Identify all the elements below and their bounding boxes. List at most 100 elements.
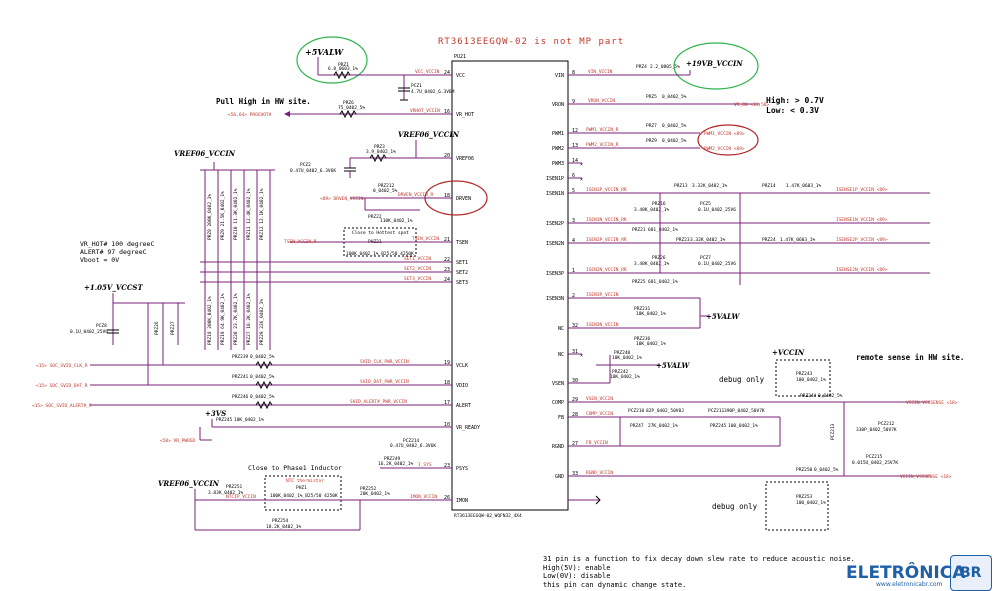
ic-pin-name: VIN (555, 73, 564, 79)
pcz7-ref: PCZ7 (700, 255, 711, 261)
ic-pin-number: 4 (572, 238, 575, 244)
prz241-ref: PRZ241 (232, 374, 249, 380)
ic-pin-number: 8 (572, 70, 575, 76)
pcz214-ref: PCZ214 (403, 438, 420, 444)
ic-pin-number: 24 (444, 70, 450, 76)
ladder-resistor-bottom: PRZ19 64.9K_0402_1% (220, 293, 226, 345)
ic-pin-number: 23 (444, 463, 450, 469)
net-drven-in: <89> DRVEN_VCCIN (320, 196, 364, 202)
prz249-ref: PRZ249 (384, 456, 401, 462)
prz14-val: 1.47K_0603_1% (786, 183, 822, 189)
ic-pin-number: 1 (572, 268, 575, 274)
net-isen1n: ISEN1N_VCCIN_RR (586, 217, 627, 223)
note-high: High: > 0.7V (766, 95, 824, 105)
rail-3vs: +3VS (205, 409, 226, 418)
nc-mark-32: × (580, 353, 583, 359)
prz244-ref: PRZ244 (800, 393, 817, 399)
ic-ref: PU21 (454, 54, 466, 60)
net-isen2p: ISEN2P_VCCIN_RR (586, 237, 627, 243)
prz252-val: 20K_0402_1% (360, 491, 390, 497)
ic-pin-number: 21 (444, 237, 450, 243)
prz47-val: 27K_0402_1% (648, 423, 678, 429)
ic-pin-number: 17 (444, 400, 450, 406)
ic-pin-number: 18 (444, 380, 450, 386)
prz21-ref: PRZ21 (632, 227, 646, 233)
net-vccin-vccsense: VCCIN_VCCSENSE <18> (906, 400, 958, 406)
note-debug-2: debug only (712, 502, 758, 511)
prz16-val: 3.48K_0402_1% (634, 207, 670, 213)
ic-pin-number: 2 (572, 293, 575, 299)
net-soc-svid-clk: <15> SOC_SVID_CLK_R (36, 363, 88, 369)
pcz8-val: 0.1U_0402_25V6 (70, 329, 108, 335)
net-pwm1: PWM1_VCCIN_R (586, 127, 619, 133)
prz4-ref: PRZ4 (636, 64, 647, 70)
note-remote-sense: remote sense in HW site. (856, 353, 964, 362)
ic-pin-name: VSEN (552, 381, 564, 387)
ic-pin-number: 28 (572, 412, 578, 418)
net-vccin-vsssense: VCCIN_VSSSENSE <18> (900, 474, 952, 480)
note-vr-hot: VR_HOT# 100 degreeC (80, 240, 154, 248)
ic-pin-name: VR_READY (456, 425, 480, 431)
pcz215-val: 0.015U_0402_25V7K (852, 460, 898, 466)
prz16-ref: PRZ16 (652, 201, 666, 207)
prz245-ref: PRZ245 (710, 423, 727, 429)
net-svid-dat: SVID_DAT_PWR_VCCIN (360, 379, 409, 385)
pcz210-ref: PCZ210 (628, 408, 645, 414)
prz1-val: 6.8_0603_1% (328, 66, 358, 72)
prz25-val: 681_0402_1% (648, 279, 678, 285)
logo-badge-text: BR (960, 565, 982, 581)
ladder-resistor-top: PRZ9 21.5K_0402_1% (220, 191, 226, 240)
rail-5valw-3: +5VALW (656, 361, 691, 370)
prz13-ref: PRZ13 (674, 183, 688, 189)
prz242-ref: PRZ242 (612, 369, 629, 375)
ic-pin-name: DRVEN (456, 196, 471, 202)
note-footer-4: this pin can dynamic change state. (543, 581, 686, 589)
prz1-ref: PRZ1 (338, 62, 349, 68)
vertical-resistor-ladder: PRZ8 200K_0402_1%PRZ9 21.5K_0402_1%PRZ10… (204, 170, 271, 350)
ic-pin-number: 9 (572, 99, 575, 105)
ic-pin-name: PWM3 (552, 161, 564, 167)
ladder-resistor-top: PRZ12 12.1K_0402_1% (259, 188, 265, 240)
rail-vref06-c: VREF06_VCCIN (158, 479, 220, 488)
ic-left-pins: VCC24VR_HOT16VREF0620DRVEN18TSEN21SET122… (444, 70, 480, 504)
rail-vccin: +VCCIN (772, 348, 805, 357)
note-footer-2: High(5V): enable (543, 564, 610, 572)
ic-pin-number: 10 (444, 422, 450, 428)
ic-pin-number: 23 (444, 267, 450, 273)
rail-vref06-a: VREF06_VCCIN (174, 149, 236, 158)
ic-pin-number: 20 (444, 153, 450, 159)
ic-pin-number: 6 (572, 173, 575, 179)
ic-pin-name: VREF06 (456, 156, 474, 162)
net-soc-svid-dat: <15> SOC_SVID_DAT_R (36, 383, 88, 389)
net-imon: IMON_VCCIN (410, 494, 437, 500)
pcz212-val: 330P_0402_50V7K (856, 427, 897, 433)
phz1-ref: PHZ1 (296, 485, 307, 491)
net-tsen: TSEN_VCCIN (412, 236, 439, 242)
ic-pin-number: 16 (444, 109, 450, 115)
prz26-ref: PRZ26 (652, 255, 666, 261)
prz6-ref: PRZ6 (343, 100, 354, 106)
prz253-ref: PRZ253 (796, 494, 813, 500)
net-isense2p: ISENSE2P_VCCIN <89> (836, 237, 888, 243)
prz240-ref: PRZ240 (614, 350, 631, 356)
phz21-val: 100K_0402_1%_B25/50 4250K (346, 251, 414, 257)
prz9-ref: PRZ9 (646, 138, 657, 144)
prz254-val: 18.2K_0402_1% (266, 524, 302, 530)
debug-box-2 (765, 481, 829, 531)
ic-pin-name: TSEN (456, 240, 468, 246)
net-set2: SET2_VCCIN (404, 266, 431, 272)
prz3-ref: PRZ3 (374, 144, 385, 150)
st-r1-ref: PRZ26 (154, 321, 160, 335)
ic-pin-number: 33 (572, 471, 578, 477)
pcz212-ref: PCZ212 (878, 421, 895, 427)
ic-pin-name: PWM2 (552, 146, 564, 152)
net-isen3n: ISEN3N_VCCIN (586, 322, 619, 328)
ic-pin-name: VR_HOT (456, 112, 474, 118)
prz24-ref: PRZ24 (762, 237, 776, 243)
pcz210-val: 82P_0402_50V8J (646, 408, 684, 414)
ic-pin-number: 32 (572, 323, 578, 329)
ic-pin-name: ISEN2P (546, 221, 564, 227)
prz24-val: 1.47K_0603_1% (780, 237, 816, 243)
net-set3: SET3_VCCIN (404, 276, 431, 282)
